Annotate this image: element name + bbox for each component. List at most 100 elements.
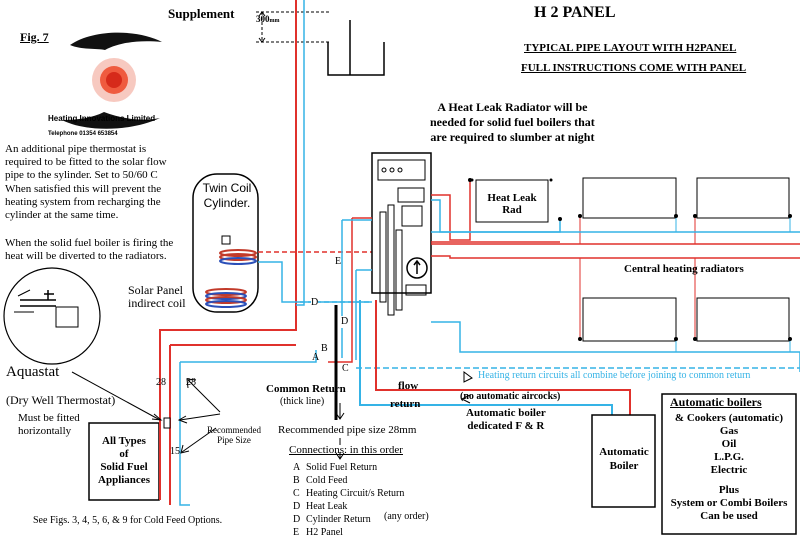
thermostat-note: An additional pipe thermostat is require…	[5, 143, 167, 221]
cylinder-label-line: Twin Coil	[202, 181, 252, 195]
radiator-valves	[468, 178, 792, 341]
auto-boiler-item: Electric	[710, 464, 748, 476]
dimension-300: 300mm	[256, 14, 280, 25]
automatic-boiler	[591, 414, 656, 508]
connection-code: E	[293, 527, 300, 538]
solar-label: Solar Panel indirect coil	[128, 284, 186, 310]
auto-dedicated-note: Automatic boiler dedicated F & R	[466, 407, 546, 433]
recommended-28-label: Recommended pipe size 28mm	[278, 424, 417, 436]
connection-code: B	[293, 475, 300, 486]
connection-code: D	[293, 501, 301, 512]
automatic-boiler-line: Boiler	[609, 460, 639, 472]
thick-line-label: (thick line)	[280, 396, 325, 407]
cylinder-label: Twin Coil Cylinder.	[197, 181, 257, 211]
dimension-unit: mm	[269, 18, 280, 24]
solar-coil	[205, 288, 247, 308]
aquastat-pocket	[163, 417, 171, 429]
subtitle-1: TYPICAL PIPE LAYOUT WITH H2PANEL	[524, 42, 737, 54]
solid-fuel-note: When the solid fuel boiler is firing the…	[5, 237, 174, 263]
connection-code: D	[293, 514, 301, 525]
see-figs-note: See Figs. 3, 4, 5, 6, & 9 for Cold Feed …	[33, 515, 223, 526]
solid-fuel-label: All Types of Solid Fuel Appliances	[90, 435, 158, 487]
flow-label: flow	[398, 380, 419, 392]
connection-item: B Cold Feed	[293, 474, 404, 487]
heat-leak-rad-label: Heat Leak Rad	[480, 192, 544, 216]
solid-fuel-appliance	[88, 422, 160, 501]
solid-fuel-line: Solid Fuel	[100, 461, 148, 473]
automatic-boiler-line: Automatic	[599, 446, 649, 458]
connection-item: D Heat Leak	[293, 500, 404, 513]
auto-boiler-item: Gas	[719, 425, 739, 437]
auto-boiler-item: Oil	[721, 438, 737, 450]
dry-well-label: (Dry Well Thermostat)	[6, 393, 116, 407]
marker-d1: D	[311, 297, 319, 309]
cold-feed-blue	[296, 0, 305, 306]
company-telephone: Telephone 01354 653854	[48, 131, 118, 137]
marker-a: A	[312, 352, 320, 363]
radiator-1	[582, 177, 677, 219]
marker-b: B	[321, 343, 328, 354]
connection-code: A	[293, 462, 301, 473]
solid-fuel-line: All Types	[102, 435, 146, 447]
top-coil	[219, 249, 257, 265]
arrows	[71, 371, 473, 460]
solid-fuel-line: of	[119, 448, 129, 460]
any-order-note: (any order)	[384, 511, 429, 522]
connection-item: D Cylinder Return	[293, 513, 404, 526]
heat-leak-flow	[431, 180, 471, 241]
auto-boiler-item	[662, 477, 796, 484]
cylinder-label-line: Cylinder.	[203, 196, 251, 210]
radiator-3	[582, 297, 677, 342]
dimension-value: 300	[256, 14, 270, 24]
aquastat-detail	[3, 267, 101, 365]
auto-boiler-return	[359, 300, 613, 415]
connection-code: C	[293, 488, 300, 499]
heat-leak-radiator	[475, 179, 549, 223]
heating-return-note: Heating return circuits all combine befo…	[478, 370, 751, 382]
heat-leak-note-line: are required to slumber at night	[430, 130, 595, 144]
connections-title: Connections: in this order	[289, 444, 403, 456]
auto-boiler-flow	[375, 300, 631, 415]
heat-leak-note: A Heat Leak Radiator will be needed for …	[430, 100, 595, 145]
connection-label: Solid Fuel Return	[306, 462, 378, 473]
solid-fuel-line: Appliances	[98, 474, 150, 486]
fig-label: Fig. 7	[20, 30, 49, 44]
heat-leak-rad-line: Heat Leak	[487, 192, 537, 204]
solar-label-line: Solar Panel	[128, 283, 183, 297]
company-name: Heating Innovations Limited	[48, 114, 156, 123]
connection-label: Heat Leak	[306, 501, 348, 512]
connection-label: Cylinder Return	[306, 514, 371, 525]
automatic-boilers-box	[661, 393, 797, 535]
supplement-tank	[327, 42, 385, 76]
supplement-label: Supplement	[168, 6, 235, 21]
pipe-size-28a: 28	[156, 377, 166, 388]
automatic-boiler-label: Automatic Boiler	[593, 445, 655, 473]
auto-dedicated-line: dedicated F & R	[467, 420, 545, 432]
auto-boiler-item: System or Combi Boilers	[670, 497, 788, 509]
connection-label: Cold Feed	[306, 475, 348, 486]
aquastat-label: Aquastat	[6, 364, 60, 380]
recommended-pipe-size: Recommended Pipe Size	[198, 425, 270, 445]
auto-boiler-item: & Cookers (automatic)	[674, 412, 784, 424]
company-logo-graphic	[62, 32, 162, 129]
marker-d2: D	[341, 316, 349, 328]
vent-pipe-red	[159, 0, 297, 410]
must-fit-line: horizontally	[18, 425, 72, 437]
auto-boiler-item: L.P.G.	[714, 451, 744, 463]
must-fit-line: Must be fitted	[18, 412, 80, 424]
heating-flow-red	[431, 241, 800, 259]
radiator-4	[696, 297, 790, 342]
heat-leak-note-line: needed for solid fuel boilers that	[430, 115, 595, 129]
subtitle-2: FULL INSTRUCTIONS COME WITH PANEL	[521, 62, 747, 74]
pipe-size-15: 15	[170, 446, 180, 457]
auto-boiler-item: Can be used	[700, 510, 758, 522]
auto-boiler-item: Plus	[718, 484, 740, 496]
auto-boilers-title: Automatic boilers	[670, 395, 762, 409]
heat-leak-rad-line: Rad	[502, 204, 522, 216]
must-fit-note: Must be fitted horizontally	[18, 412, 80, 438]
common-return-label: Common Return	[266, 383, 346, 395]
